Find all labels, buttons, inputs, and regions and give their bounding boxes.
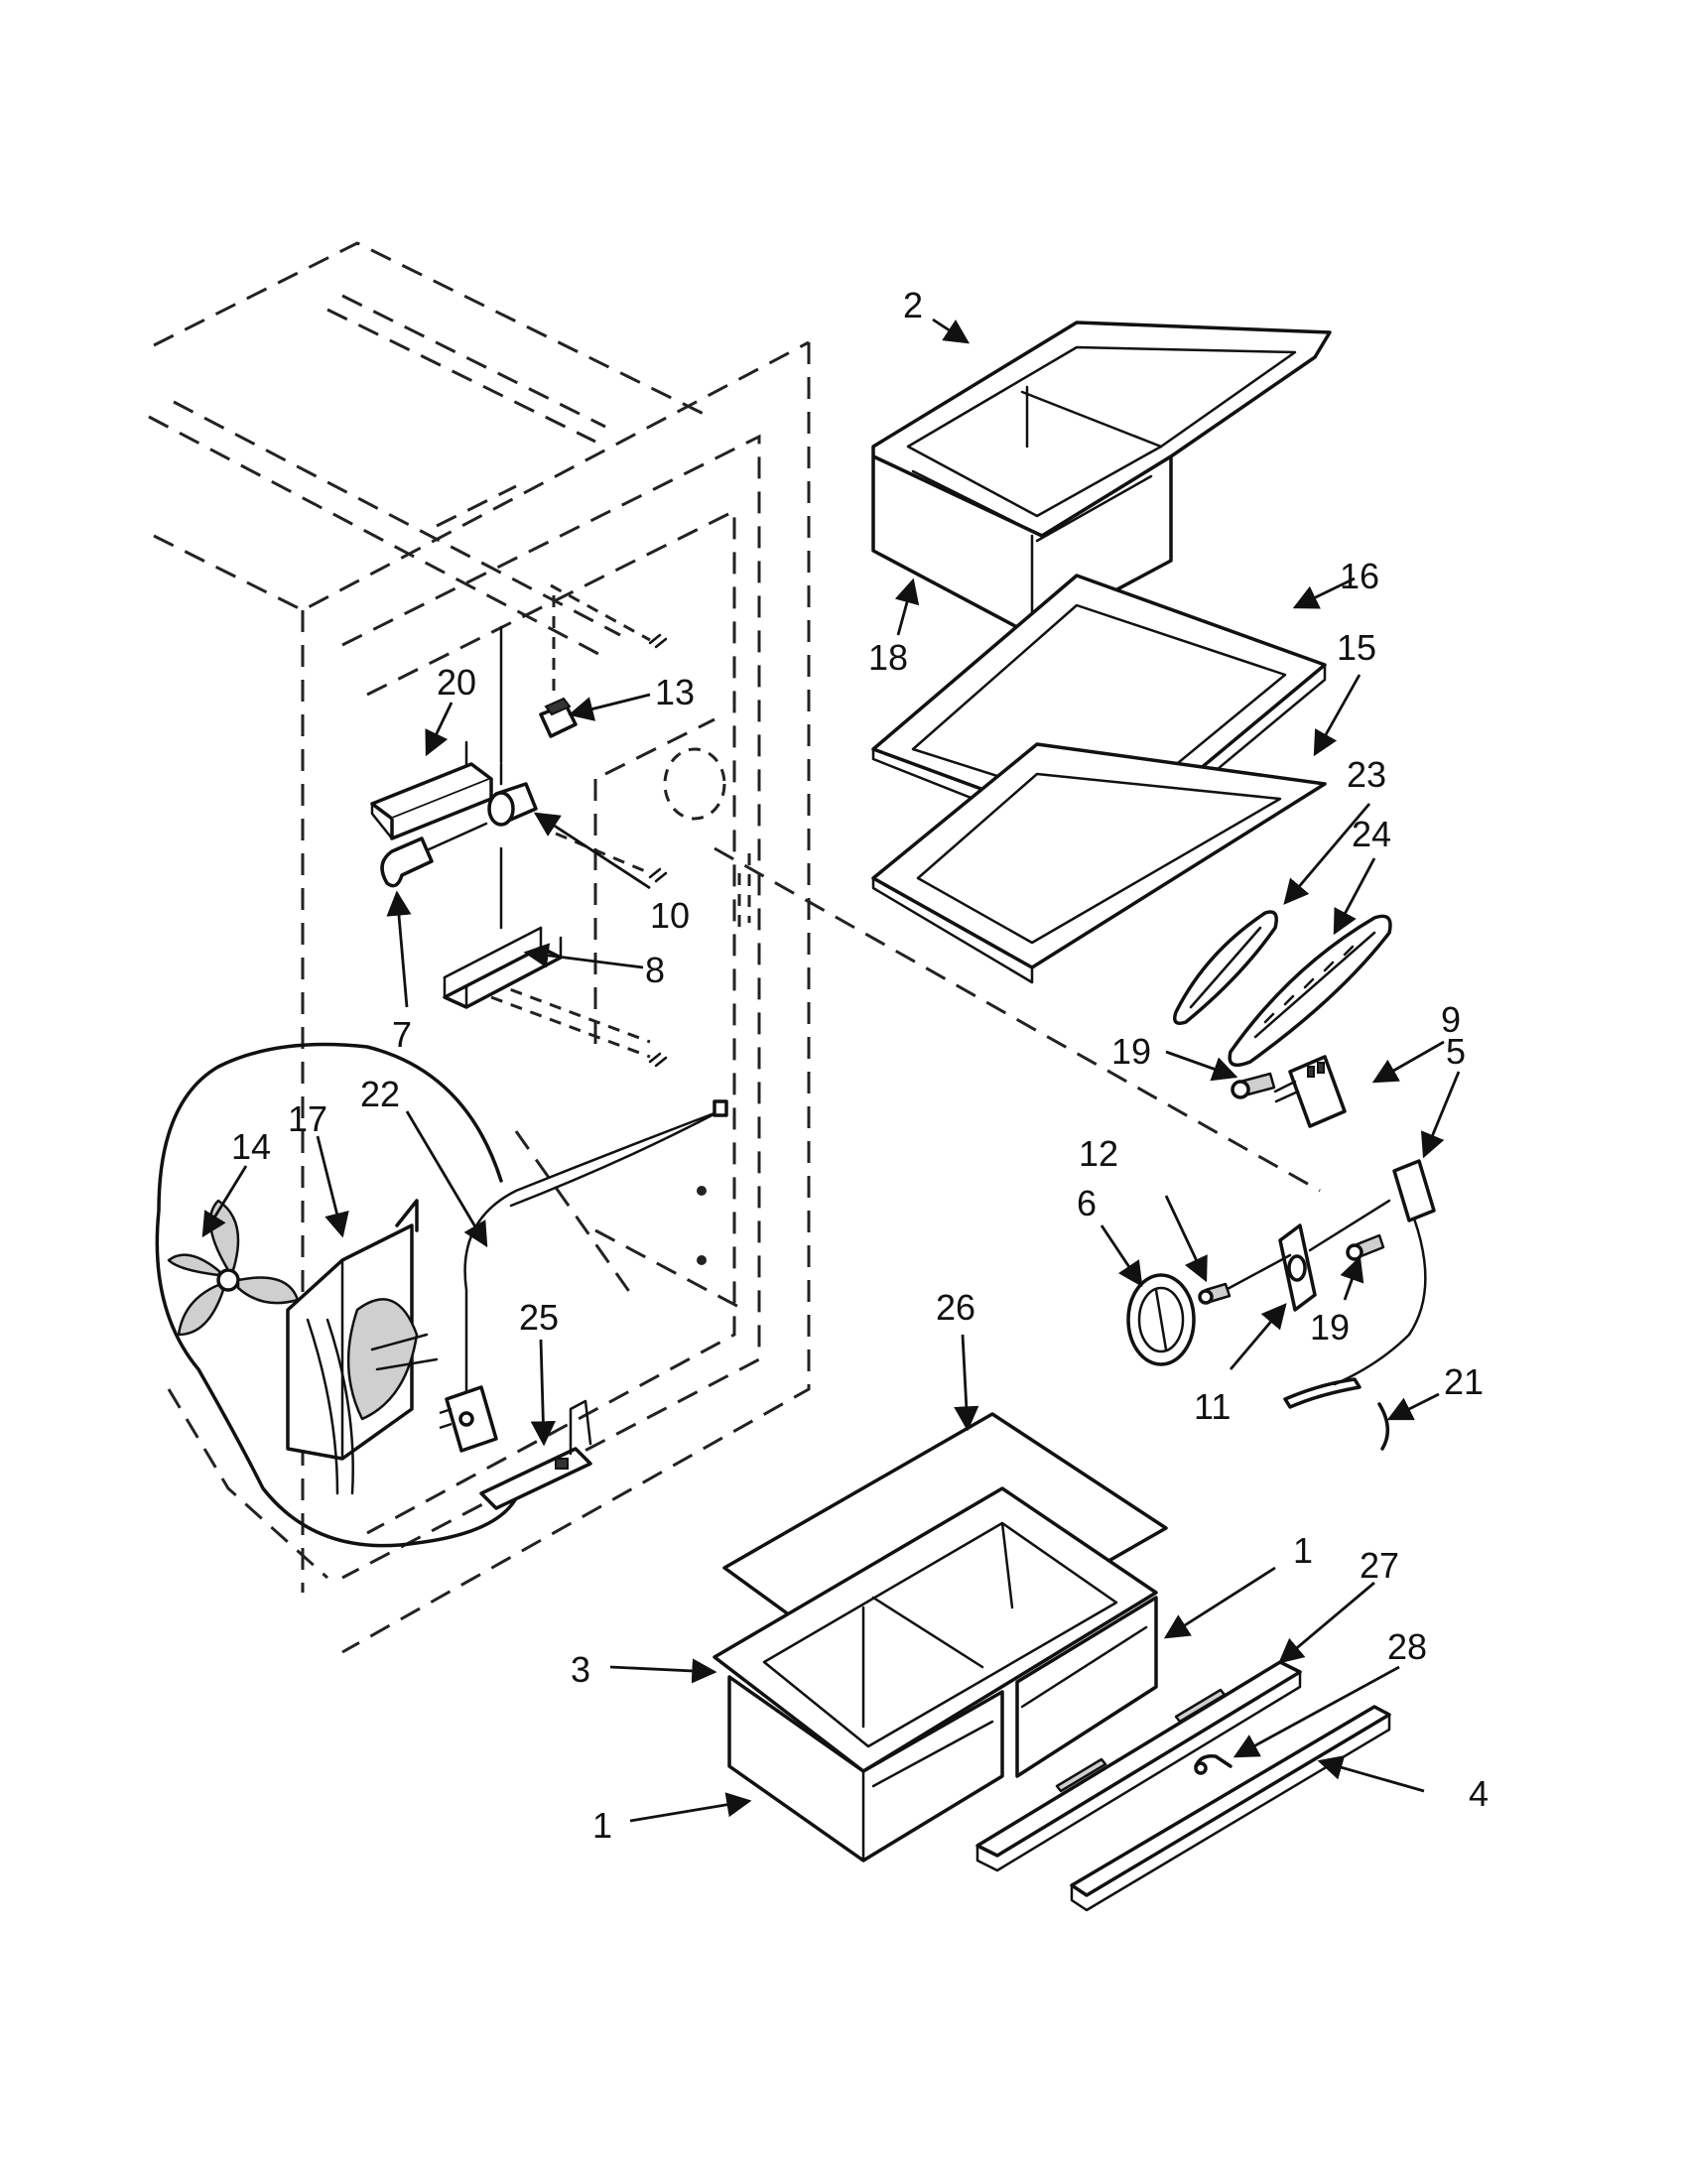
- lower-pan-3: [713, 1486, 1158, 1773]
- cover-20: [370, 625, 503, 840]
- callout-2: 2: [903, 285, 923, 325]
- wire-28: [1194, 1753, 1233, 1775]
- knob-6: [1126, 1273, 1196, 1366]
- callout-19-bottom: 19: [1310, 1307, 1350, 1348]
- callout-25: 25: [519, 1297, 559, 1338]
- callout-8: 10: [650, 895, 690, 936]
- callout-10: 8: [645, 950, 665, 990]
- rail-27: [975, 1660, 1302, 1872]
- socket-8: [487, 762, 538, 827]
- bracket-25: [479, 1399, 592, 1510]
- tray-15: [871, 742, 1327, 984]
- fan-wire-loop: [155, 1042, 518, 1548]
- callout-4: 4: [1469, 1773, 1489, 1814]
- screw-19a: [1231, 1072, 1276, 1099]
- leader-lines: [201, 318, 1461, 1823]
- callout-3: 3: [571, 1649, 590, 1690]
- switch-13: [539, 595, 578, 738]
- bracket-11: [1224, 1199, 1391, 1312]
- gasket-23: [1173, 910, 1278, 1025]
- callout-20: 20: [437, 662, 476, 703]
- cover-24: [1228, 914, 1392, 1068]
- switch-5: [1333, 1159, 1436, 1386]
- thermostat-22: [439, 1099, 728, 1453]
- fan-blade-14: [167, 1199, 300, 1337]
- control-7: [1273, 1055, 1347, 1128]
- bulb-9: [380, 822, 488, 888]
- clip-21: [1377, 1402, 1389, 1451]
- callout-12: 12: [1079, 1133, 1118, 1174]
- rail-4: [1070, 1705, 1391, 1912]
- screw-19b: [1346, 1233, 1385, 1261]
- callout-28: 28: [1387, 1626, 1427, 1667]
- callout-16: 16: [1340, 556, 1379, 596]
- fan-housing-17: [286, 1199, 439, 1495]
- callout-9: 7: [392, 1014, 412, 1055]
- screw-12: [1198, 1282, 1232, 1305]
- wire-harness-lower: [1283, 1377, 1362, 1409]
- callout-22: 22: [360, 1074, 400, 1114]
- crisper-1-right: [1015, 1596, 1158, 1778]
- callout-24: 24: [1352, 814, 1391, 854]
- callout-14: 14: [231, 1126, 271, 1167]
- callout-7: 9: [1441, 999, 1461, 1040]
- callout-1-left: 1: [592, 1805, 612, 1846]
- bracket-10: [443, 846, 563, 1009]
- callout-1-right: 1: [1293, 1530, 1313, 1571]
- callout-17: 17: [288, 1098, 327, 1139]
- callout-11: 11: [1194, 1386, 1231, 1427]
- callout-23: 23: [1347, 754, 1386, 795]
- callout-15: 15: [1337, 627, 1376, 668]
- callout-27: 27: [1360, 1545, 1399, 1586]
- callout-labels: 2 18 16 15 23 24 9 19 5 12 6 11 19 21 20…: [231, 285, 1489, 1846]
- callout-5: 5: [1446, 1031, 1466, 1072]
- callout-21: 21: [1444, 1361, 1484, 1402]
- callout-18: 18: [868, 637, 908, 678]
- callout-13: 13: [655, 672, 695, 712]
- callout-26: 26: [936, 1287, 975, 1328]
- crisper-1-left: [727, 1675, 1004, 1863]
- callout-6: 6: [1077, 1183, 1097, 1223]
- callout-19-top: 19: [1111, 1031, 1151, 1072]
